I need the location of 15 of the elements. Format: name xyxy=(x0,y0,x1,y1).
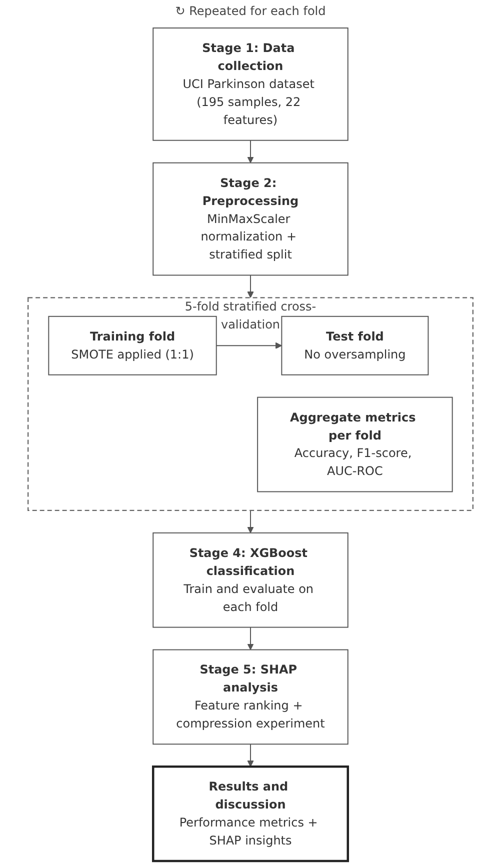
node-box: Results and discussion Performance metrics + SHAP insights xyxy=(152,766,349,862)
node-box: Aggregate metrics per fold Accuracy, F1-score, AUC-ROC xyxy=(257,396,453,492)
node-box: Stage 5: SHAP analysis Feature ranking + compression experiment xyxy=(152,649,348,745)
arrow xyxy=(247,626,254,650)
node-box: Training fold SMOTE applied (1:1) xyxy=(48,316,217,376)
arrow xyxy=(247,744,254,767)
arrow xyxy=(247,274,254,298)
arrow xyxy=(216,342,282,349)
note-text: ↻ Repeated for each fold xyxy=(175,4,326,18)
node-box: Stage 1: Data collection UCI Parkinson dataset (195 samples, 22 features) xyxy=(152,28,348,141)
node-box: Stage 4: XGBoost classification Train and evaluate on each fold xyxy=(152,532,348,628)
arrow xyxy=(247,140,254,164)
node-box: Stage 2: Preprocessing MinMaxScaler normalization + stratified split xyxy=(152,162,348,276)
node-box: Test fold No oversampling xyxy=(281,316,429,376)
arrow xyxy=(247,510,254,534)
